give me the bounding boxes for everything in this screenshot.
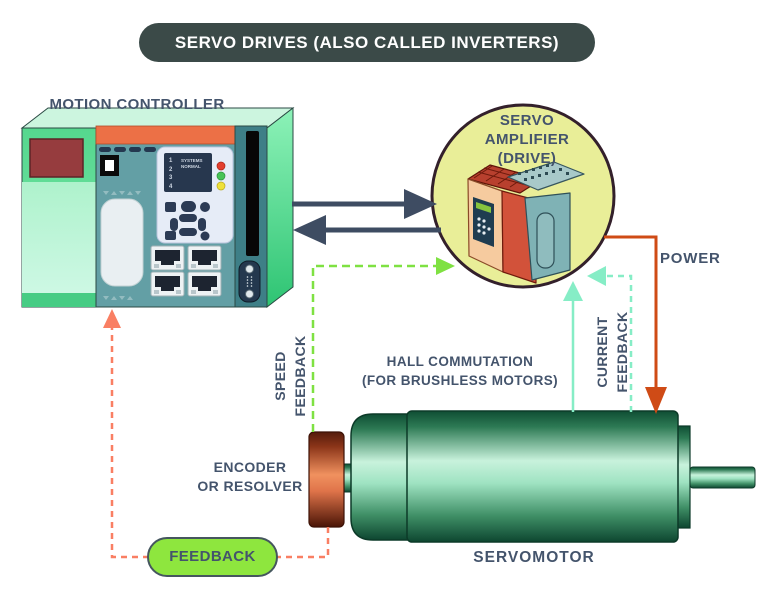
card-slot xyxy=(246,131,259,256)
rj45-port xyxy=(150,271,185,297)
encoder-illustration xyxy=(308,431,345,528)
servomotor-label: SERVOMOTOR xyxy=(473,549,595,566)
display-channel-numbers: 1 2 3 4 xyxy=(169,158,173,190)
hall-commutation-arrow xyxy=(563,281,583,412)
controller-blank-panel xyxy=(100,198,144,287)
feedback-badge: FEEDBACK xyxy=(147,537,278,577)
ethernet-ports xyxy=(150,245,222,297)
power-arrow xyxy=(604,235,667,414)
servomotor-illustration xyxy=(339,410,756,543)
servo-drive-illustration xyxy=(467,161,585,284)
controller-left-base xyxy=(22,293,96,307)
power-label: POWER xyxy=(660,250,721,267)
status-led-row xyxy=(99,147,156,152)
led-red xyxy=(216,161,226,171)
keypad xyxy=(165,201,210,241)
servo-amplifier-circle xyxy=(430,103,616,289)
speed-feedback-label: SPEED FEEDBACK xyxy=(272,335,308,417)
hall-commutation-label: HALL COMMUTATION (FOR BRUSHLESS MOTORS) xyxy=(361,354,559,388)
power-switch-inner xyxy=(105,160,114,171)
serial-port xyxy=(238,260,261,303)
current-feedback-arrow xyxy=(587,266,633,412)
led-yellow xyxy=(216,181,226,191)
command-arrow-left xyxy=(293,215,441,245)
servo-amplifier-label: SERVO AMPLIFIER (DRIVE) xyxy=(484,112,570,167)
motor-right-shaft xyxy=(689,466,756,489)
hmi-display xyxy=(164,153,212,192)
display-status-text: SYSTEMS NORMAL xyxy=(181,158,203,169)
controller-screen xyxy=(29,138,84,178)
current-feedback-label: CURRENT FEEDBACK xyxy=(594,311,630,393)
motion-controller-label: MOTION CONTROLLER xyxy=(49,96,225,113)
encoder-label: ENCODER OR RESOLVER xyxy=(197,459,303,494)
rj45-port xyxy=(187,271,222,297)
rj45-port xyxy=(187,245,222,271)
speed-feedback-arrow xyxy=(311,257,455,432)
command-arrow-right xyxy=(292,189,437,219)
diagram-title: SERVO DRIVES (ALSO CALLED INVERTERS) xyxy=(139,23,595,62)
rj45-port xyxy=(150,245,185,271)
controller-orange-strip xyxy=(95,125,236,145)
motor-body xyxy=(406,410,679,543)
vent-pattern-top xyxy=(103,191,141,195)
led-green xyxy=(216,171,226,181)
controller-side-face xyxy=(266,106,294,309)
motor-end-cap xyxy=(350,413,410,541)
controller-left-panel xyxy=(22,182,96,293)
motion-controller-illustration xyxy=(20,106,295,309)
vent-pattern-bottom xyxy=(103,296,133,300)
